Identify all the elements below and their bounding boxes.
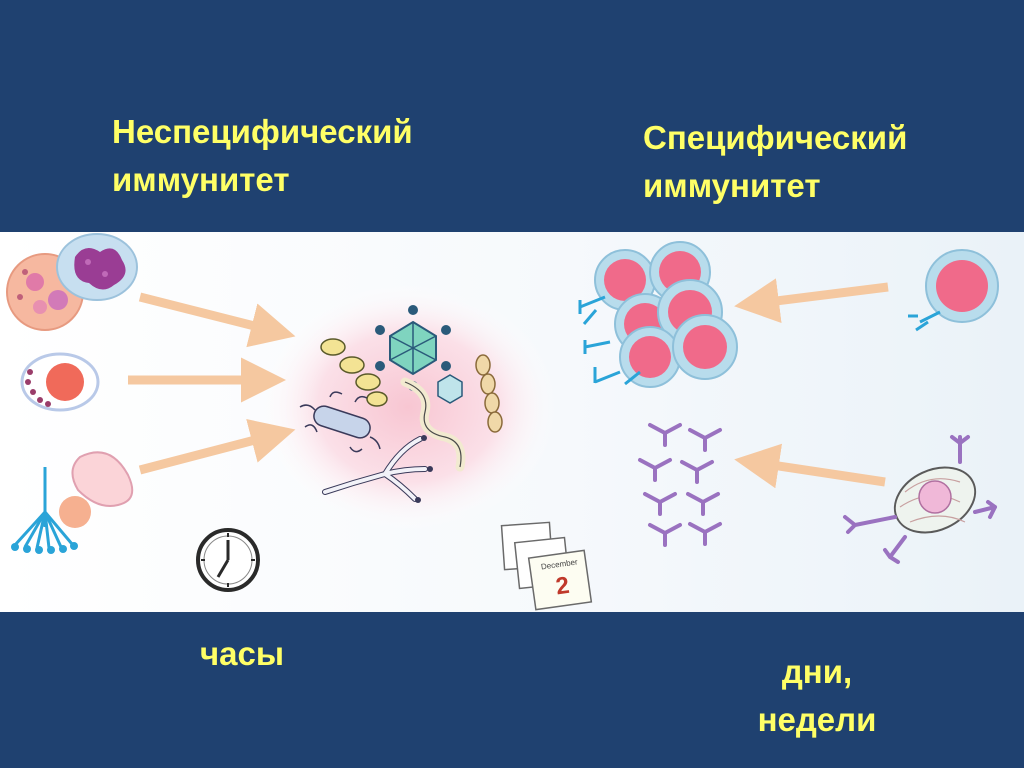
antibodies: [638, 423, 722, 547]
basophil-cell: [56, 233, 138, 301]
microbe-cluster: [299, 305, 503, 503]
top-band: [0, 0, 1024, 232]
specific-timescale: дни, недели: [757, 653, 877, 738]
lymphocyte-cell: [908, 249, 999, 332]
immunity-illustration: December 2: [0, 232, 1024, 612]
nk-cell: [11, 451, 134, 554]
nonspecific-timescale: часы: [200, 635, 285, 672]
clock-icon: [196, 528, 260, 592]
bottom-band: [0, 612, 1024, 768]
calendar-icon: December 2: [500, 521, 593, 611]
eosinophil-cell: [20, 352, 100, 412]
nonspecific-immunity-heading: Неспецифический иммунитет: [112, 113, 413, 198]
nonspecific-arrows: [128, 292, 296, 475]
specific-arrows: [734, 278, 889, 489]
b-cell: [843, 435, 997, 564]
plasma-cell-cluster: [578, 241, 738, 388]
specific-immunity-heading: Специфический иммунитет: [643, 119, 908, 204]
calendar-day: 2: [554, 572, 571, 601]
